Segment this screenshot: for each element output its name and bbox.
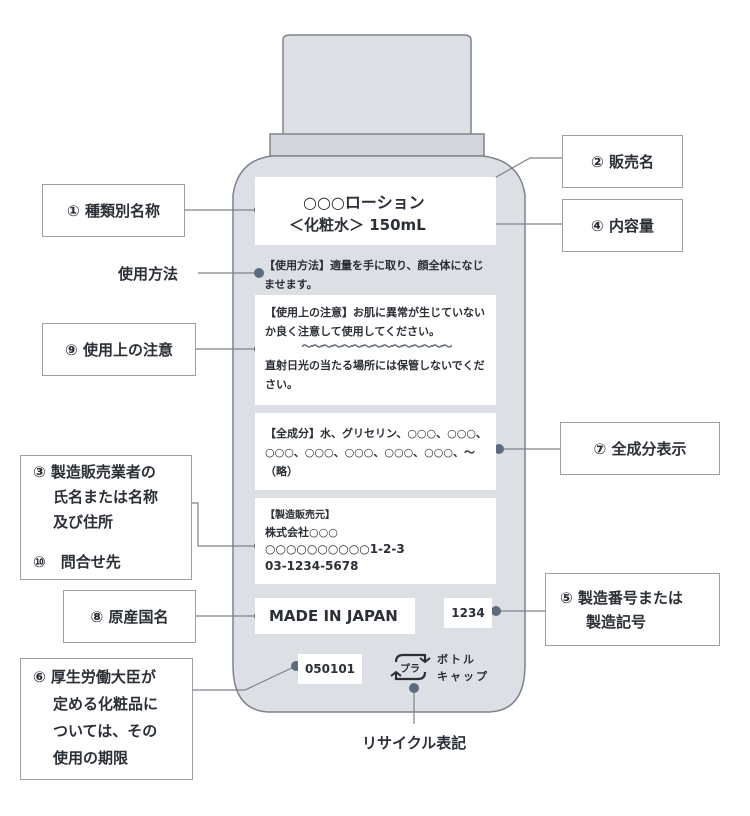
- recycle-line1: ボトル: [437, 653, 476, 666]
- maker-title: 【製造販売元】: [265, 510, 335, 521]
- leader-c3: [192, 502, 258, 547]
- product-name: ○○○ローション: [303, 193, 425, 212]
- product-volume: 150mL: [369, 216, 426, 234]
- panel-ingredients: 【全成分】水、グリセリン、○○○、○○○、○○○、○○○、○○○、○○○、○○○…: [255, 413, 496, 490]
- usage-text: 【使用方法】適量を手に取り、顔全体になじませます。: [264, 259, 484, 291]
- maker-phone: 03-1234-5678: [265, 559, 359, 573]
- lot-number: 1234: [451, 606, 485, 620]
- recycle-mark-text: プラ: [400, 662, 420, 675]
- leader-c6: [193, 665, 297, 691]
- panel-lot: 1234: [444, 598, 492, 628]
- dot-c7: [494, 444, 504, 454]
- recycle-label: ボトル キャップ: [437, 651, 489, 685]
- panel-usage: 【使用方法】適量を手に取り、顔全体になじませます。: [264, 256, 494, 294]
- panel-product-name: ○○○ローション ＜化粧水＞ 150mL: [255, 177, 496, 245]
- product-type: ＜化粧水＞: [289, 216, 365, 234]
- callout-c6: ⑥ 厚生労働大臣が 定める化粧品に ついては、その 使用の期限: [20, 658, 193, 780]
- callout-c7: ⑦ 全成分表示: [560, 422, 720, 475]
- dot-recycle: [409, 683, 419, 693]
- callout-c9: ⑨ 使用上の注意: [42, 323, 196, 376]
- callout-c8: ⑧ 原産国名: [63, 590, 196, 643]
- callout-usage: 使用方法: [118, 265, 179, 283]
- caution-wave: 〜〜〜〜〜〜〜〜〜〜〜〜〜〜〜: [301, 340, 453, 353]
- panel-expiry: 050101: [298, 654, 362, 684]
- callout-c4: ④ 内容量: [562, 199, 683, 252]
- callout-c5: ⑤ 製造番号または 製造記号: [545, 573, 720, 646]
- bottle-neck: [269, 133, 485, 157]
- maker-company: 株式会社○○○: [265, 526, 338, 539]
- panel-maker: 【製造販売元】 株式会社○○○ ○○○○○○○○○○1-2-3 03-1234-…: [255, 498, 496, 584]
- recycle-mark-icon: [390, 653, 431, 681]
- callout-c3: ③ 製造販売業者の 氏名または名称 及び住所 ⑩ 問合せ先: [20, 455, 192, 580]
- panel-origin: MADE IN JAPAN: [255, 598, 415, 634]
- callout-c1: ① 種類別名称: [42, 184, 185, 237]
- caution-line1: 【使用上の注意】お肌に異常が生じていないか良く注意して使用してください。: [265, 306, 485, 338]
- bottle-cap: [282, 34, 472, 136]
- recycle-line2: キャップ: [437, 670, 489, 683]
- panel-caution: 【使用上の注意】お肌に異常が生じていないか良く注意して使用してください。 〜〜〜…: [255, 295, 496, 405]
- dot-usage: [254, 268, 264, 278]
- caution-line2: 直射日光の当たる場所には保管しないでください。: [265, 359, 485, 391]
- callout-c2: ② 販売名: [562, 135, 683, 188]
- callout-recycle: リサイクル表記: [362, 734, 467, 752]
- maker-address: ○○○○○○○○○○1-2-3: [265, 542, 405, 556]
- origin-text: MADE IN JAPAN: [269, 607, 398, 625]
- expiry-number: 050101: [304, 662, 356, 676]
- ingredients-text: 【全成分】水、グリセリン、○○○、○○○、○○○、○○○、○○○、○○○、○○○…: [265, 427, 487, 478]
- dot-c5: [491, 606, 501, 616]
